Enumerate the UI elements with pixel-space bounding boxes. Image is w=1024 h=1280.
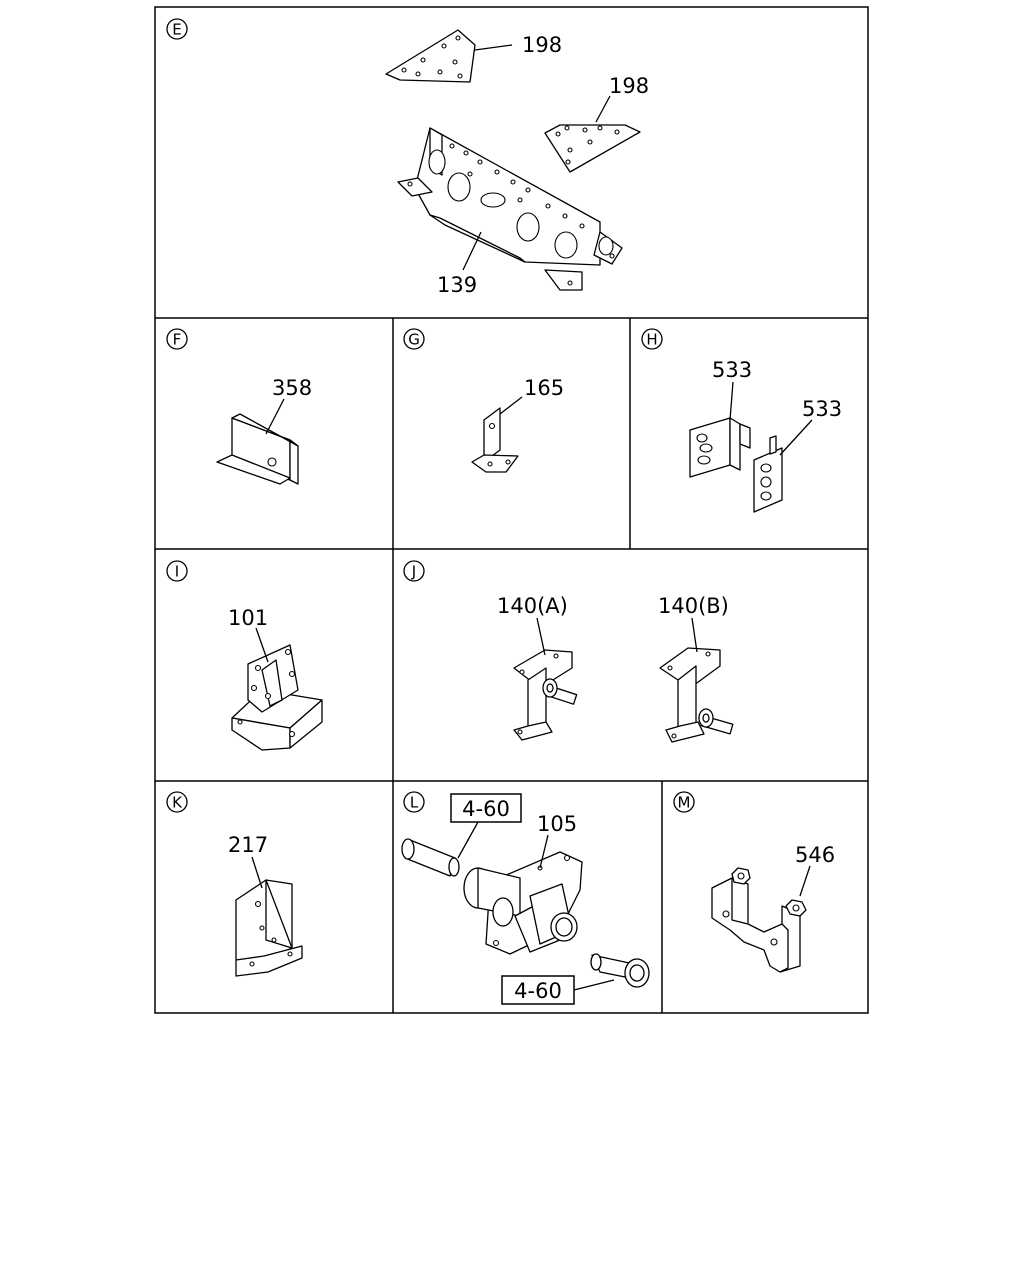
callout-217: 217	[228, 833, 268, 857]
bushing-4-60-upper	[401, 838, 460, 877]
callout-546: 546	[795, 843, 835, 867]
panel-label-h: H	[641, 328, 663, 350]
panel-label-f: F	[166, 328, 188, 350]
svg-text:K: K	[172, 794, 183, 812]
svg-text:M: M	[678, 794, 691, 812]
panel-grid	[154, 6, 869, 1014]
svg-text:H: H	[646, 331, 657, 349]
bracket-105	[463, 851, 583, 955]
svg-text:I: I	[175, 563, 179, 581]
callout-198-upper: 198	[522, 33, 562, 57]
svg-text:J: J	[411, 563, 416, 581]
bracket-358	[216, 413, 299, 485]
panel-label-i: I	[166, 560, 188, 582]
bracket-140b	[659, 647, 734, 743]
panel-label-l: L	[403, 791, 425, 813]
bracket-217	[235, 879, 303, 977]
bracket-546	[711, 867, 807, 973]
svg-text:F: F	[173, 331, 182, 349]
bracket-140a	[513, 649, 578, 741]
panel-label-g: G	[403, 328, 425, 350]
bracket-533-left	[689, 417, 751, 478]
callout-105: 105	[537, 812, 577, 836]
plate-198-lower	[544, 124, 641, 173]
bushing-4-60-lower	[590, 953, 650, 988]
svg-text:G: G	[408, 331, 420, 349]
panel-label-e: E	[166, 18, 188, 40]
bracket-533-right	[753, 435, 783, 513]
callout-165: 165	[524, 376, 564, 400]
plate-198-upper	[385, 29, 476, 83]
callout-101: 101	[228, 606, 268, 630]
panel-label-j: J	[403, 560, 425, 582]
bracket-101	[231, 644, 323, 751]
callout-140b: 140(B)	[658, 594, 729, 618]
callout-533-left: 533	[712, 358, 752, 382]
callout-358: 358	[272, 376, 312, 400]
callout-533-right: 533	[802, 397, 842, 421]
callout-139: 139	[437, 273, 477, 297]
bracket-165	[471, 407, 519, 473]
svg-text:L: L	[410, 794, 419, 812]
callout-4-60-lower: 4-60	[514, 979, 562, 1003]
callout-198-lower: 198	[609, 74, 649, 98]
crossmember-139	[397, 127, 623, 291]
panel-label-k: K	[166, 791, 188, 813]
panel-label-m: M	[673, 791, 695, 813]
callout-140a: 140(A)	[497, 594, 568, 618]
callout-4-60-upper: 4-60	[462, 797, 510, 821]
callout-box-4-60-upper	[450, 793, 522, 823]
callout-box-4-60-lower	[501, 975, 575, 1005]
svg-text:E: E	[172, 21, 181, 39]
